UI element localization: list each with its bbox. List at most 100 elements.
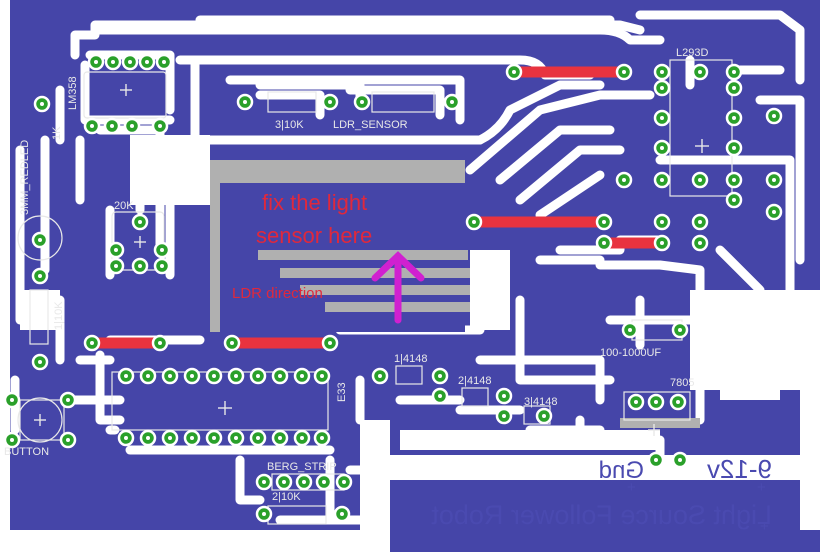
pad-hole <box>660 146 664 150</box>
pad-hole <box>110 124 114 128</box>
pad-hole <box>732 146 736 150</box>
pad-hole <box>130 124 134 128</box>
pad-hole <box>450 100 454 104</box>
pad-hole <box>660 220 664 224</box>
pot-label: 20K <box>114 200 134 212</box>
pad-hole <box>66 398 70 402</box>
pad-hole <box>146 374 150 378</box>
pad-hole <box>660 116 664 120</box>
diode3-label: 3|4148 <box>524 396 557 408</box>
pad-hole <box>124 436 128 440</box>
l293d-label: L293D <box>676 47 708 59</box>
pad-hole <box>654 458 658 462</box>
pad-hole <box>676 400 680 404</box>
pad-hole <box>168 374 172 378</box>
pad-hole <box>328 100 332 104</box>
pad-hole <box>212 374 216 378</box>
pad-hole <box>698 241 702 245</box>
ground-plus: + <box>627 479 636 496</box>
pad-hole <box>302 480 306 484</box>
pad-hole <box>698 220 702 224</box>
board-title: Light Source Follower Robot <box>431 500 772 530</box>
pad-hole <box>38 238 42 242</box>
diode1-label: 1|4148 <box>394 353 427 365</box>
pad-hole <box>190 436 194 440</box>
pad-hole <box>660 241 664 245</box>
pad-hole <box>90 341 94 345</box>
pad-hole <box>502 394 506 398</box>
pad-hole <box>602 220 606 224</box>
pad-hole <box>243 100 247 104</box>
fix-sensor-note-1: fix the light <box>262 190 367 215</box>
power-label: 9-12v <box>707 454 772 484</box>
pad-hole <box>698 70 702 74</box>
pad-hole <box>772 178 776 182</box>
pad-hole <box>282 480 286 484</box>
fix-sensor-note-2: sensor here <box>256 223 372 248</box>
pad-hole <box>128 60 132 64</box>
pad-hole <box>732 86 736 90</box>
pad-hole <box>472 220 476 224</box>
pad-hole <box>94 60 98 64</box>
pad-hole <box>732 198 736 202</box>
regulator-heatsink <box>620 418 700 428</box>
berg-strip-label: BERG_STRIP <box>267 461 337 473</box>
regulator-label: 7805 <box>670 377 694 389</box>
pad-hole <box>168 436 172 440</box>
pad-hole <box>145 60 149 64</box>
pad-hole <box>542 414 546 418</box>
pad-hole <box>278 374 282 378</box>
pad-hole <box>146 436 150 440</box>
pad-hole <box>190 374 194 378</box>
pad-hole <box>262 512 266 516</box>
jumper-wires <box>86 66 668 349</box>
pad-hole <box>124 374 128 378</box>
pad-hole <box>320 436 324 440</box>
ldr-direction-arrow <box>371 251 425 324</box>
ldr-sensor-label: LDR_SENSOR <box>333 119 408 131</box>
pad-hole <box>40 102 44 106</box>
pad-hole <box>678 458 682 462</box>
r2-label: 2|10K <box>272 491 301 503</box>
pad-hole <box>772 114 776 118</box>
pad-hole <box>158 341 162 345</box>
diode2-label: 2|4148 <box>458 375 491 387</box>
pad-hole <box>10 438 14 442</box>
pad-hole <box>628 328 632 332</box>
pad-hole <box>262 480 266 484</box>
pad-hole <box>114 248 118 252</box>
pad-hole <box>138 220 142 224</box>
pad-hole <box>660 178 664 182</box>
pad-hole <box>602 241 606 245</box>
pad-hole <box>622 70 626 74</box>
pad-hole <box>342 480 346 484</box>
pad-hole <box>322 480 326 484</box>
pad-hole <box>300 436 304 440</box>
pad-hole <box>158 124 162 128</box>
pad-hole <box>512 70 516 74</box>
pad-hole <box>66 438 70 442</box>
component-pads <box>3 53 783 523</box>
pad-hole <box>38 274 42 278</box>
pad-hole <box>256 374 260 378</box>
pad-hole <box>732 116 736 120</box>
r3-label: 3|10K <box>275 119 304 131</box>
pad-hole <box>634 400 638 404</box>
e33-label: E33 <box>336 382 348 402</box>
pad-hole <box>732 70 736 74</box>
pad-hole <box>678 328 682 332</box>
center-markers <box>34 84 709 436</box>
pad-hole <box>654 400 658 404</box>
pad-hole <box>114 264 118 268</box>
pad-hole <box>256 436 260 440</box>
pad-hole <box>234 436 238 440</box>
pad-hole <box>438 374 442 378</box>
pad-hole <box>90 124 94 128</box>
pad-hole <box>438 394 442 398</box>
pad-hole <box>160 264 164 268</box>
pad-hole <box>328 341 332 345</box>
pad-hole <box>660 70 664 74</box>
pad-hole <box>10 398 14 402</box>
sensor-area <box>210 160 470 332</box>
